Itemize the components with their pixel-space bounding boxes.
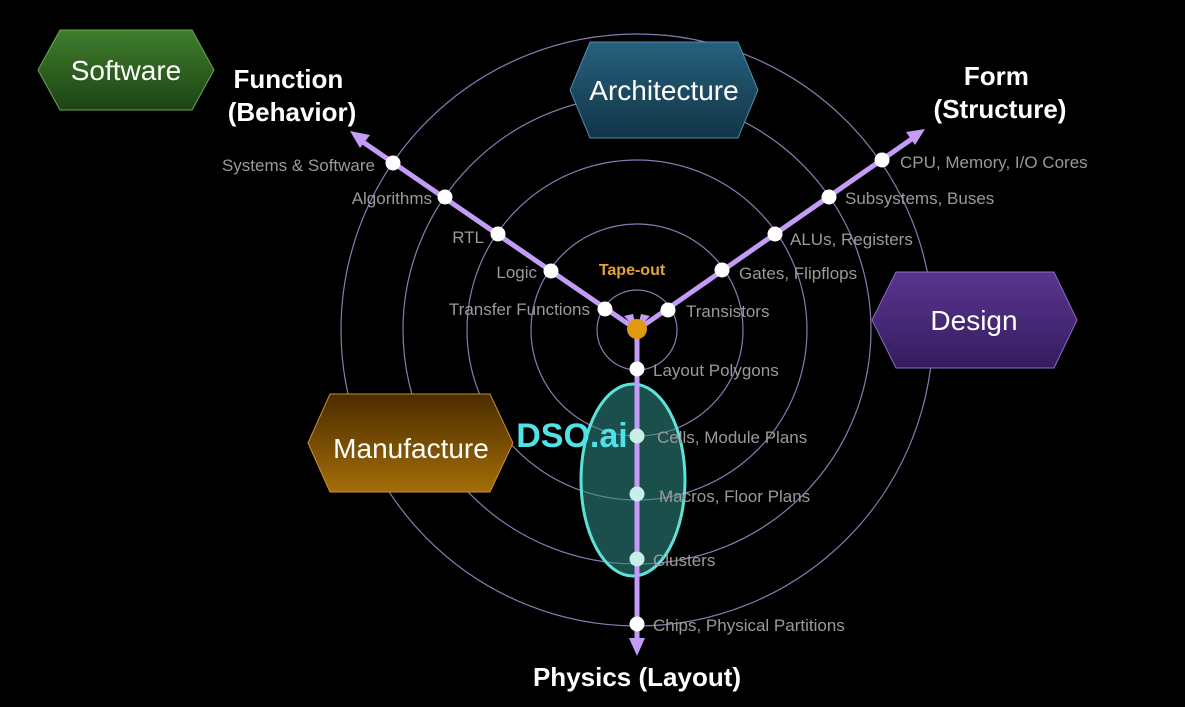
function-nodes: [385, 155, 613, 317]
hex-design: Design: [871, 271, 1078, 369]
node-systems-software: [385, 155, 401, 171]
label-logic: Logic: [496, 263, 537, 282]
dso-label: DSO.ai: [516, 417, 627, 455]
label-transistors: Transistors: [686, 302, 769, 321]
label-cpu-memory: CPU, Memory, I/O Cores: [900, 153, 1088, 172]
function-axis-arrow: [350, 131, 370, 148]
hex-manufacture-label: Manufacture: [333, 433, 489, 464]
function-axis-title: Function (Behavior): [228, 64, 357, 127]
physics-axis-arrow: [629, 638, 645, 656]
hex-design-shape: [871, 271, 1078, 369]
physics-nodes: [629, 361, 645, 632]
hex-architecture-label: Architecture: [589, 75, 738, 106]
hex-manufacture-shape: [307, 393, 514, 493]
hex-software-shape: [37, 29, 215, 111]
label-systems-software: Systems & Software: [222, 156, 375, 175]
label-subsystems-buses: Subsystems, Buses: [845, 189, 994, 208]
node-layout-polygons: [629, 361, 645, 377]
form-axis-arrow: [906, 129, 925, 145]
function-title-line1: Function: [234, 64, 344, 94]
node-rtl: [490, 226, 506, 242]
axes: [350, 129, 925, 656]
dso-highlight-ellipse: [579, 382, 687, 578]
node-alus-registers: [767, 226, 783, 242]
node-subsystems-buses: [821, 189, 837, 205]
label-cells-module-plans: Cells, Module Plans: [657, 428, 807, 447]
node-gates-flipflops: [714, 262, 730, 278]
hex-architecture-shape: [569, 41, 759, 139]
function-title-line2: (Behavior): [228, 97, 357, 127]
node-transfer-functions: [597, 301, 613, 317]
hex-architecture: Architecture: [569, 41, 759, 139]
label-macros-floor-plans: Macros, Floor Plans: [659, 487, 810, 506]
node-transistors: [660, 302, 676, 318]
form-title-line2: (Structure): [934, 94, 1067, 124]
label-transfer-functions: Transfer Functions: [449, 300, 590, 319]
tapeout-node: [627, 319, 647, 339]
node-algorithms: [437, 189, 453, 205]
hex-software-label: Software: [71, 55, 182, 86]
label-chips-partitions: Chips, Physical Partitions: [653, 616, 845, 635]
node-cells-module-plans: [629, 428, 645, 444]
label-algorithms: Algorithms: [352, 189, 432, 208]
physics-axis-title: Physics (Layout): [533, 662, 741, 692]
label-alus-registers: ALUs, Registers: [790, 230, 913, 249]
node-chips-partitions: [629, 616, 645, 632]
label-gates-flipflops: Gates, Flipflops: [739, 264, 857, 283]
node-cpu-memory: [874, 152, 890, 168]
tapeout-label: Tape-out: [599, 262, 666, 279]
node-logic: [543, 263, 559, 279]
form-title-line1: Form: [964, 61, 1029, 91]
label-rtl: RTL: [452, 228, 484, 247]
label-layout-polygons: Layout Polygons: [653, 361, 779, 380]
hex-design-label: Design: [930, 305, 1017, 336]
label-clusters: Clusters: [653, 551, 715, 570]
form-axis-title: Form (Structure): [934, 61, 1067, 124]
form-nodes: [660, 152, 890, 318]
hex-software: Software: [37, 29, 215, 111]
node-macros-floor-plans: [629, 486, 645, 502]
hex-manufacture: Manufacture: [307, 393, 514, 493]
node-clusters: [629, 551, 645, 567]
